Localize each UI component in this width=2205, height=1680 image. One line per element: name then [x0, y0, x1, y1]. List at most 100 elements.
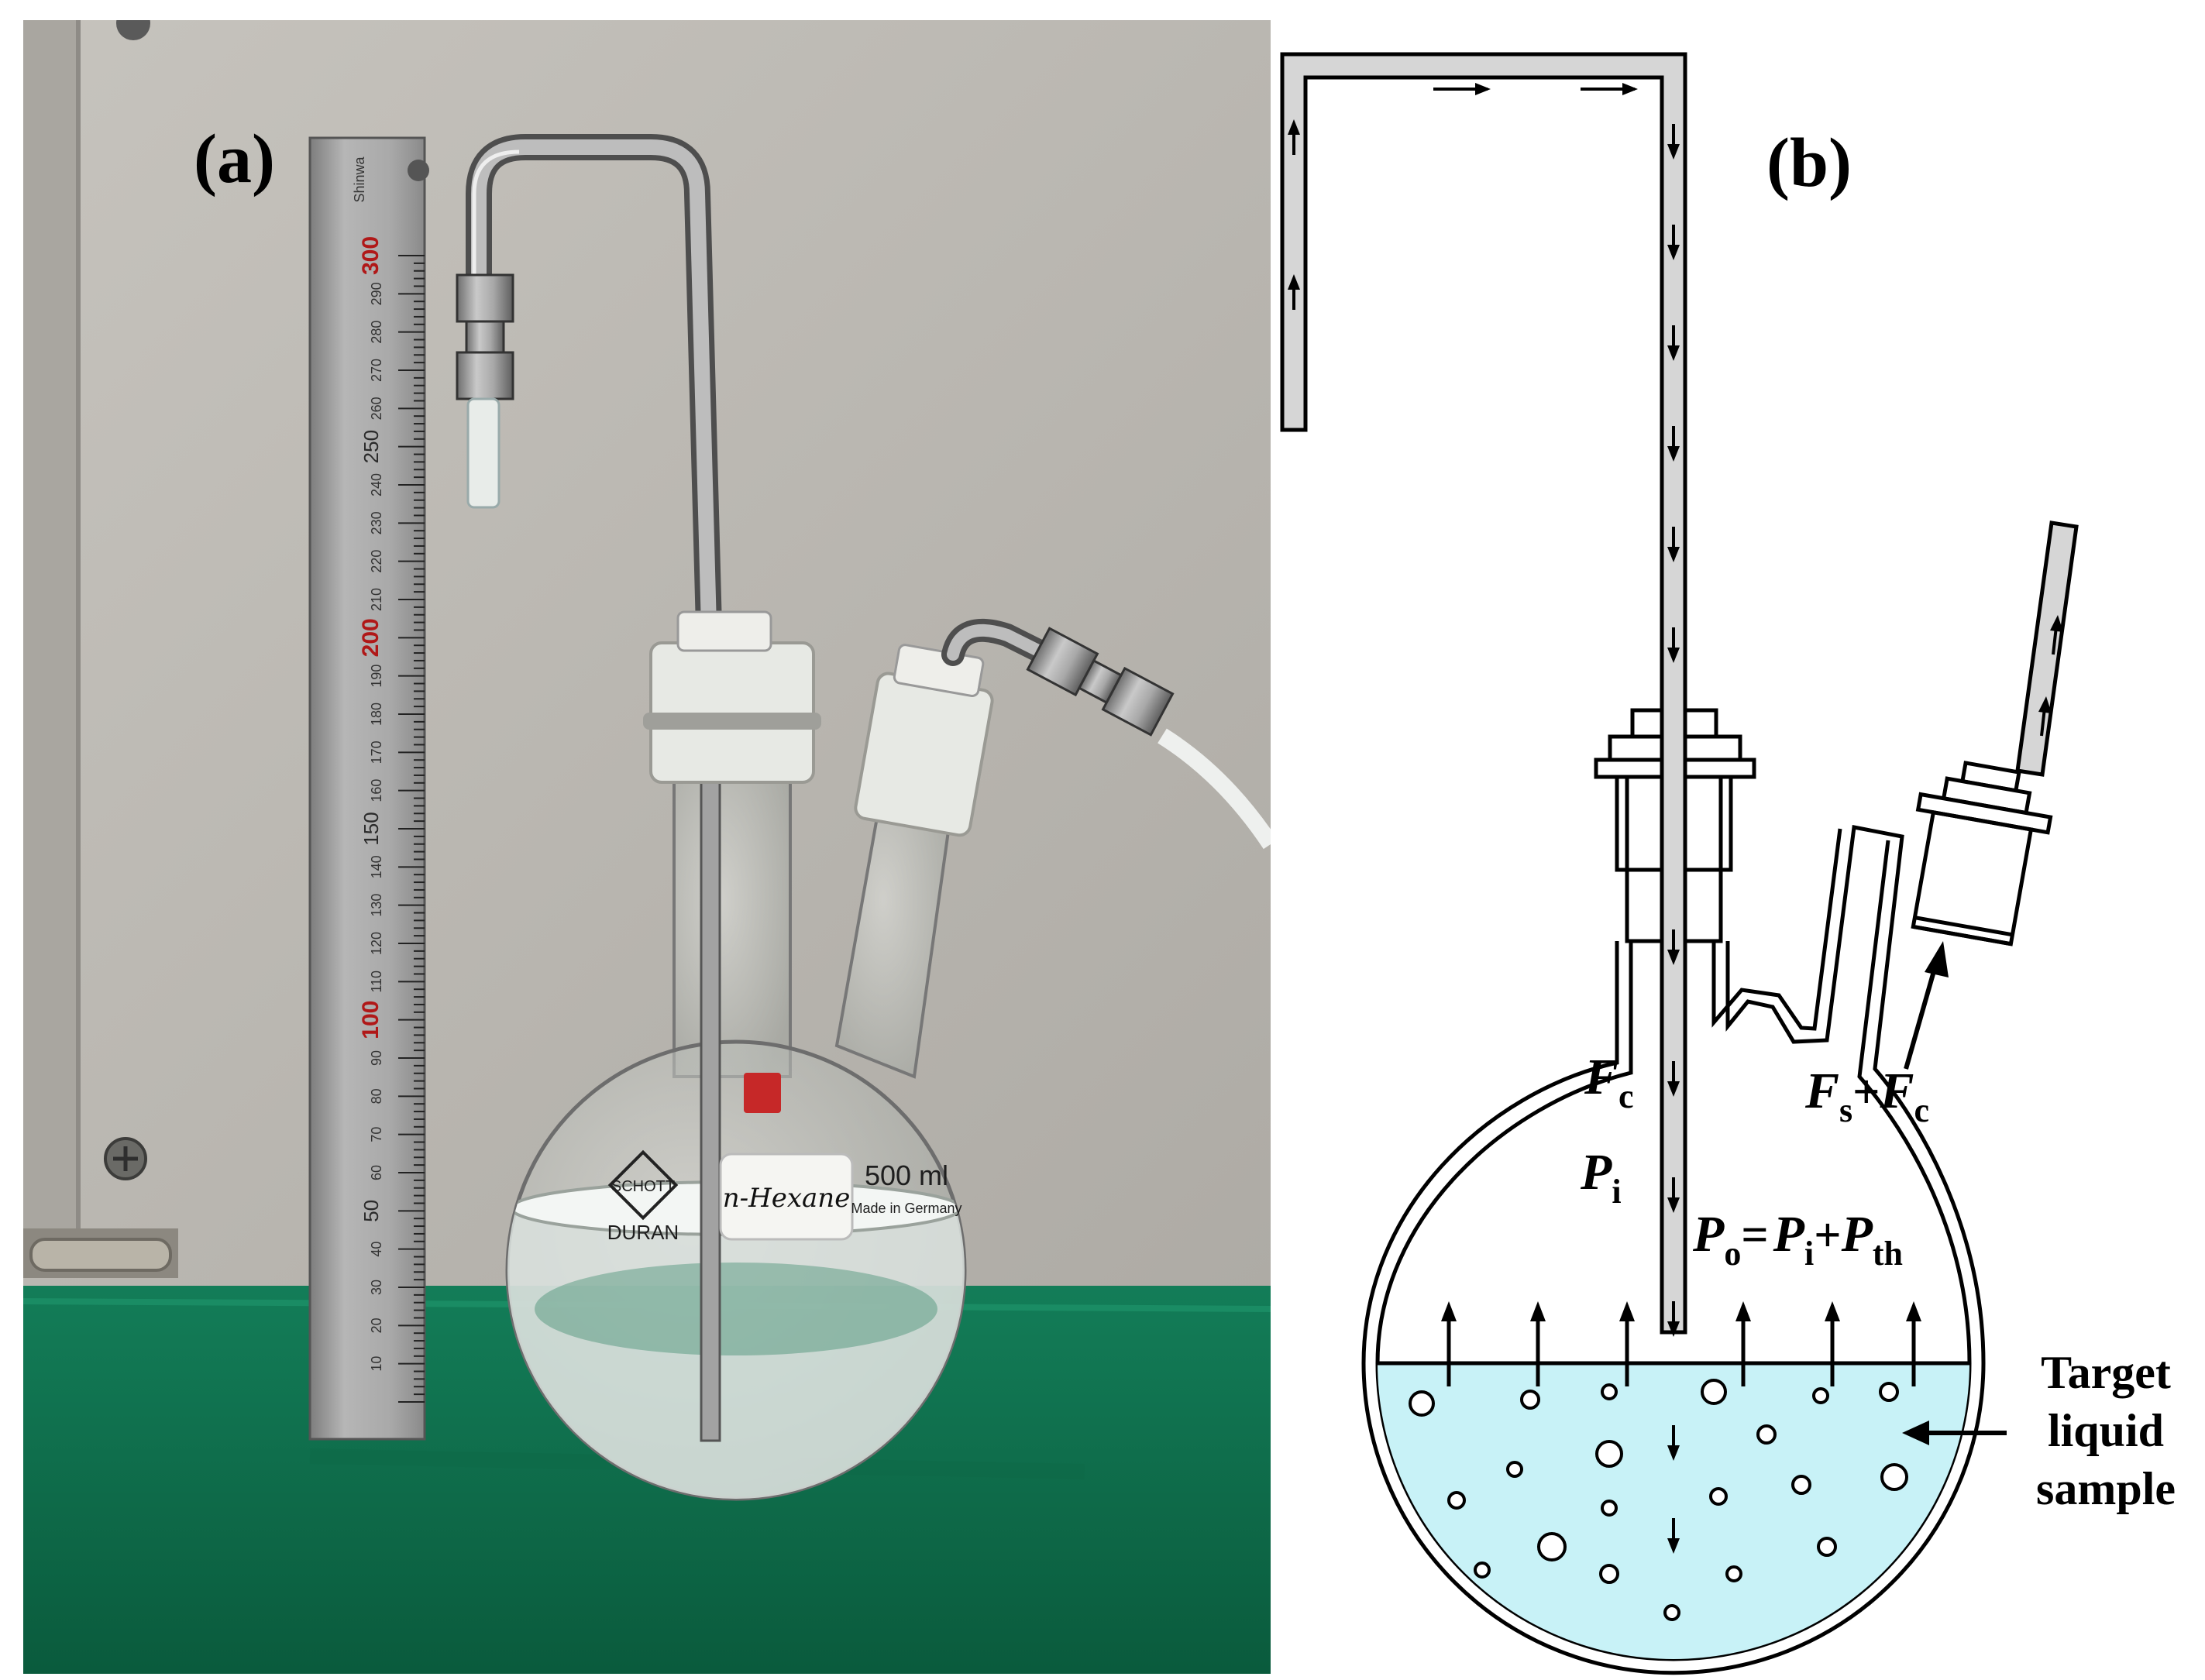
ruler-number: 100: [358, 1001, 384, 1039]
flask-line: DURAN: [607, 1221, 679, 1244]
bubble: [1601, 1500, 1618, 1517]
flow-arrow-head: [2050, 615, 2063, 632]
flow-arrow-head: [1288, 119, 1300, 135]
dip-tube: [700, 665, 721, 1442]
flow-arrow-head: [1667, 648, 1680, 663]
ruler-ticks: [398, 255, 425, 1403]
ruler-number: 250: [359, 430, 383, 463]
bubble: [1791, 1475, 1811, 1495]
flow-arrow-head: [1667, 1321, 1680, 1337]
ruler-minor-number: 90: [369, 1050, 384, 1066]
bubble: [1709, 1487, 1728, 1506]
target-label-line2: liquid: [2048, 1405, 2164, 1456]
flow-arrow-head: [1667, 144, 1680, 160]
ruler-minor-number: 170: [369, 740, 384, 764]
ruler-brand: Shinwa: [352, 156, 367, 202]
bubble: [1663, 1604, 1680, 1621]
vapor-arrow-head: [1825, 1301, 1840, 1321]
flask-made-in: Made in Germany: [851, 1201, 961, 1216]
inlet-tube: [1280, 52, 1687, 1335]
schott-logo: [607, 1149, 679, 1221]
bubble: [1595, 1440, 1623, 1468]
vapor-arrow-head: [1619, 1301, 1635, 1321]
fc-label: Fc: [1584, 1049, 1634, 1115]
bubble: [1599, 1564, 1619, 1584]
flow-arrow-head: [1667, 1081, 1680, 1097]
ruler-minor-number: 60: [369, 1165, 384, 1180]
flow-arrow-head: [1667, 446, 1680, 462]
panel-label-a: (a): [194, 121, 275, 198]
cabinet-edge: [23, 20, 77, 1228]
side-neck-cap-schematic: [1911, 761, 2053, 947]
bubble: [1725, 1565, 1742, 1582]
ruler-minor-number: 260: [369, 397, 384, 420]
ruler-labels: 3002502001501005029028027026024023022021…: [358, 236, 384, 1372]
flow-arrow-head: [1667, 950, 1680, 965]
ptfe-tip: [466, 397, 501, 509]
bubble: [1701, 1379, 1727, 1405]
vapor-arrow-head: [1906, 1301, 1921, 1321]
bubble: [1409, 1390, 1435, 1417]
vapor-arrow-head: [1530, 1301, 1546, 1321]
flow-arrow-head: [2038, 696, 2052, 713]
vapor-arrow-head: [1735, 1301, 1751, 1321]
ruler-minor-number: 270: [369, 359, 384, 382]
ruler-minor-number: 290: [369, 282, 384, 305]
bubble: [1474, 1561, 1491, 1579]
ruler-minor-number: 280: [369, 321, 384, 344]
flask-outer-wall: [1361, 825, 1986, 1675]
ruler-minor-number: 240: [369, 473, 384, 496]
flask-sticker-text: n-Hexane: [723, 1183, 851, 1214]
panel-label-b: (b): [1766, 125, 1852, 201]
tube-fitting: [456, 273, 514, 323]
flow-arrow-head: [1667, 345, 1680, 361]
cabinet-seam: [76, 20, 81, 1228]
ruler-minor-number: 220: [369, 550, 384, 573]
flow-arrow-head: [1475, 83, 1491, 95]
bubble: [1880, 1463, 1908, 1491]
ruler-number: 50: [359, 1200, 383, 1222]
flask-volume: 500 ml: [865, 1160, 948, 1191]
ruler-minor-number: 30: [369, 1280, 384, 1295]
bubble: [1817, 1537, 1837, 1557]
bubble: [1756, 1424, 1777, 1445]
ruler-minor-number: 190: [369, 665, 384, 688]
flask-sticker: [719, 1153, 854, 1241]
outlet-tube: [2015, 520, 2079, 777]
bubble: [1520, 1390, 1540, 1410]
ruler-minor-number: 80: [369, 1088, 384, 1104]
ruler-minor-number: 70: [369, 1127, 384, 1142]
vapor-arrow-head: [1441, 1301, 1457, 1321]
ruler-minor-number: 110: [369, 971, 384, 993]
ruler-minor-number: 40: [369, 1242, 384, 1257]
ruler-minor-number: 120: [369, 932, 384, 955]
po-equation: Po=Pi+Pth: [1692, 1206, 1903, 1273]
flow-arrow-head: [1622, 83, 1638, 95]
ruler-minor-number: 20: [369, 1318, 384, 1333]
schematic-labels: (b) Fc Pi Fs+Fc Po=Pi+Pth Target liquid …: [1580, 125, 2176, 1514]
ruler-number: 300: [358, 236, 384, 275]
bubbles: [1409, 1379, 1908, 1621]
flow-arrow-head: [1667, 1538, 1680, 1554]
bubble: [1879, 1382, 1899, 1402]
ruler-minor-number: 210: [369, 588, 384, 611]
cabinet-screw-top: [116, 20, 150, 40]
ruler-number: 200: [358, 618, 384, 657]
bubble: [1537, 1532, 1567, 1561]
flow-arrow-head: [1667, 547, 1680, 562]
flask-brand: SCHOTT: [611, 1178, 675, 1195]
bubble: [1506, 1461, 1523, 1478]
ruler-minor-number: 10: [369, 1356, 384, 1372]
target-label-line3: sample: [2036, 1463, 2176, 1514]
ruler-minor-number: 140: [369, 855, 384, 878]
flow-arrows: [1288, 83, 2063, 1554]
flow-arrow-head: [1288, 274, 1300, 290]
vapor-arrows: [1441, 1301, 1921, 1386]
ruler-minor-number: 160: [369, 779, 384, 802]
target-label-line1: Target: [2041, 1347, 2171, 1398]
flow-arrow-head: [1667, 1197, 1680, 1213]
photo-panel: Shinwa 300250200150100502902802702602402…: [23, 20, 1271, 1674]
fs-fc-arrow: [1904, 960, 1939, 1070]
schematic-panel: [1280, 52, 2079, 1675]
red-logo: [744, 1073, 781, 1113]
